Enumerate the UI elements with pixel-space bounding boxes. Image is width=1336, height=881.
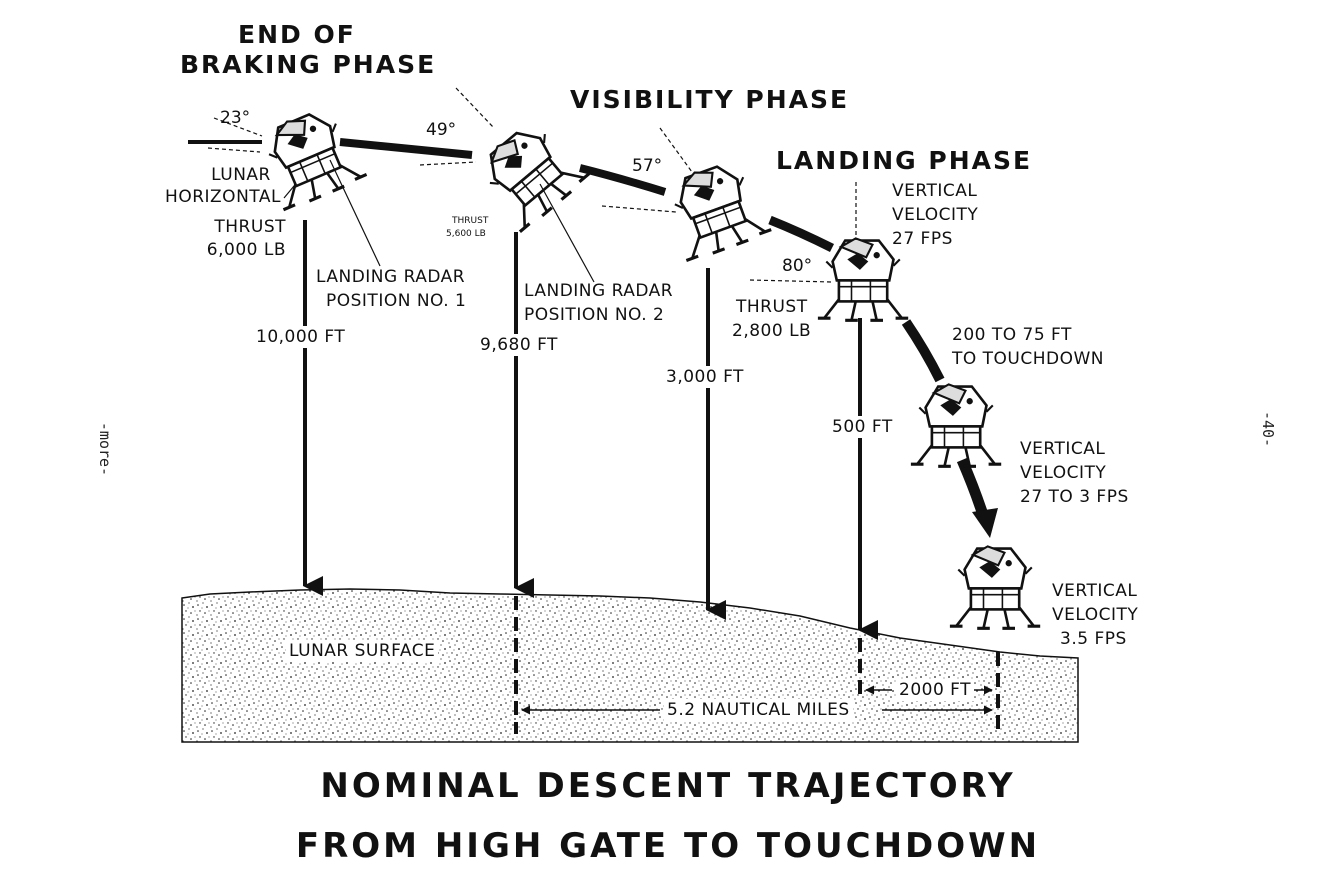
angle3-ray	[659, 127, 693, 173]
trajectory-segment-3	[768, 215, 835, 253]
radar2-label-line1: LANDING RADAR	[524, 281, 674, 301]
lunar-module-4	[816, 236, 910, 322]
angle2-ray	[455, 87, 495, 129]
diagram-title-line1: NOMINAL DESCENT TRAJECTORY	[320, 766, 1016, 806]
angle-label-49: 49°	[426, 120, 457, 140]
diagram-title-line2: FROM HIGH GATE TO TOUCHDOWN	[295, 826, 1041, 866]
end-of-braking-phase-label-line1: END OF	[238, 20, 356, 49]
touchdown-label-line1: 200 TO 75 FT	[952, 325, 1072, 345]
lunar-surface-label: LUNAR SURFACE	[286, 640, 439, 662]
vertical-velocity3-line3: 3.5 FPS	[1060, 629, 1127, 649]
thrust3-label-line2: 2,800 LB	[732, 321, 812, 341]
trajectory-segment-4	[901, 319, 945, 383]
radar1-leader	[329, 159, 381, 267]
page-number: -40-	[1259, 410, 1278, 448]
radar2-leader	[539, 183, 595, 283]
distance-2000ft-label: 2000 FT	[896, 679, 975, 701]
thrust3-label-line1: THRUST	[736, 297, 808, 317]
altitude-label-9680: 9,680 FT	[478, 334, 560, 356]
end-of-braking-phase-label-line2: BRAKING PHASE	[180, 50, 437, 79]
angle4-ref	[749, 279, 833, 283]
radar1-label-line2: POSITION NO. 1	[326, 291, 467, 311]
vertical-velocity1-line2: VELOCITY	[892, 205, 979, 225]
vertical-velocity1-line3: 27 FPS	[892, 229, 953, 249]
more-margin-note: -more-	[96, 421, 115, 477]
trajectory-segment-5	[956, 457, 990, 520]
visibility-phase-label: VISIBILITY PHASE	[570, 85, 850, 114]
landing-phase-label: LANDING PHASE	[776, 146, 1033, 175]
lunar-module-6	[948, 544, 1042, 630]
radar2-label-line2: POSITION NO. 2	[524, 305, 665, 325]
nautical-miles-label: 5.2 NAUTICAL MILES	[664, 699, 853, 721]
vertical-velocity1-line1: VERTICAL	[892, 181, 978, 201]
altitude-label-10000: 10,000 FT	[254, 326, 348, 348]
angle1-ref	[207, 147, 261, 153]
angle3-ref	[601, 205, 677, 213]
angle2-ref	[419, 161, 477, 166]
lunar-horizontal-label-line2: HORIZONTAL	[165, 187, 281, 207]
trajectory-arrowhead	[972, 508, 998, 538]
lunar-module-5	[909, 382, 1003, 468]
thrust1-label-line2: 6,000 LB	[206, 240, 286, 260]
vertical-velocity2-line2: VELOCITY	[1020, 463, 1107, 483]
radar1-label-line1: LANDING RADAR	[316, 267, 466, 287]
altitude-label-3000: 3,000 FT	[664, 366, 746, 388]
trajectory-segment-1	[339, 138, 473, 159]
trajectory-segment-2	[579, 164, 667, 196]
thrust2-label-line1: THRUST	[452, 216, 489, 226]
thrust2-label-line2: 5,600 LB	[446, 229, 486, 239]
touchdown-label-line2: TO TOUCHDOWN	[952, 349, 1105, 369]
thrust1-label-line1: THRUST	[214, 217, 286, 237]
vertical-velocity3-line2: VELOCITY	[1052, 605, 1139, 625]
angle-label-23: 23°	[220, 108, 251, 128]
vertical-velocity2-line1: VERTICAL	[1020, 439, 1106, 459]
lunar-surface	[181, 588, 1079, 743]
vertical-velocity2-line3: 27 TO 3 FPS	[1020, 487, 1129, 507]
lunar-horizontal-label-line1: LUNAR	[211, 165, 271, 185]
vertical-velocity3-line1: VERTICAL	[1052, 581, 1138, 601]
lunar-module-3	[657, 153, 774, 265]
angle1-ray	[213, 117, 263, 137]
angle-label-57: 57°	[632, 156, 663, 176]
angle-label-80: 80°	[782, 256, 813, 276]
horizontal-leader	[283, 185, 295, 199]
altitude-label-500: 500 FT	[830, 416, 895, 438]
